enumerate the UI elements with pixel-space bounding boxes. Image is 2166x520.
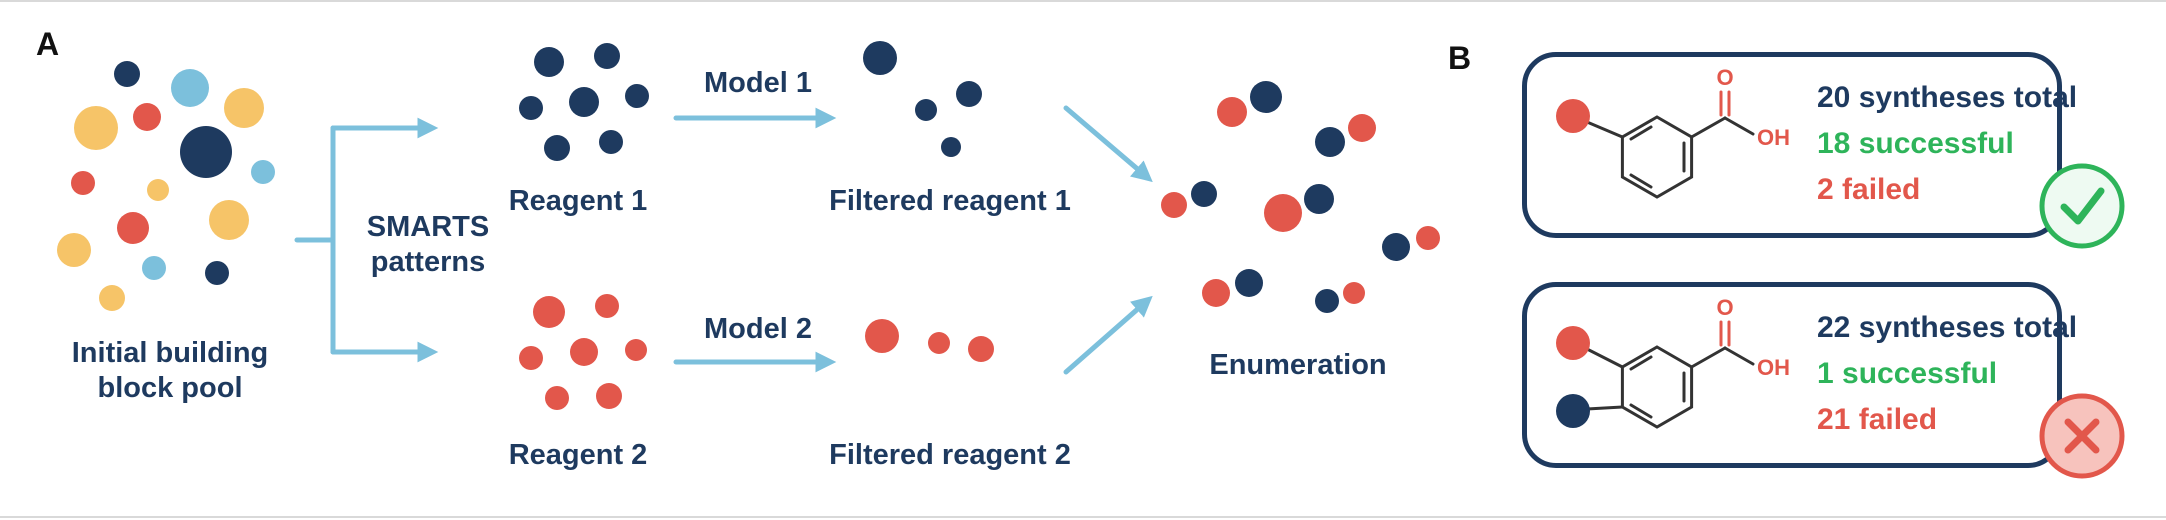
synthesis-stats-2: 22 syntheses total 1 successful 21 faile…: [1817, 305, 2077, 443]
building-block-dot: [57, 233, 91, 267]
building-block-dot: [1315, 127, 1345, 157]
building-block-dot: [1315, 289, 1339, 313]
building-block-dot: [251, 160, 275, 184]
molecule-structure-1: O OH: [1556, 65, 1790, 199]
building-block-dot: [142, 256, 166, 280]
building-block-dot: [1250, 81, 1282, 113]
building-block-dot: [928, 332, 950, 354]
hydroxyl-label: OH: [1757, 125, 1790, 150]
building-block-dot: [595, 294, 619, 318]
workflow-diagram: [57, 41, 1440, 410]
building-block-dot: [545, 386, 569, 410]
model1-label: Model 1: [704, 67, 812, 99]
enumeration-converge-arrows: [1063, 105, 1153, 375]
building-block-dot: [1343, 282, 1365, 304]
building-block-dot: [1191, 181, 1217, 207]
syntheses-total-1: 20 syntheses total: [1817, 81, 2078, 114]
substituent-dot-red: [1556, 326, 1624, 369]
syntheses-failed-1: 2 failed: [1817, 173, 1921, 206]
building-block-dot: [941, 137, 961, 157]
building-block-dot: [519, 346, 543, 370]
substituent-dot-red: [1556, 99, 1624, 139]
building-block-dot: [147, 179, 169, 201]
model2-label: Model 2: [704, 313, 812, 345]
smarts-branch-arrows: [294, 117, 439, 363]
building-block-dot: [114, 61, 140, 87]
syntheses-successful-2: 1 successful: [1817, 357, 1998, 390]
building-block-dot: [533, 296, 565, 328]
reagent1-label: Reagent 1: [508, 185, 648, 217]
benzene-ring: [1620, 115, 1694, 199]
reagent2-label: Reagent 2: [508, 439, 648, 471]
building-block-dot: [625, 339, 647, 361]
reagent2-cluster: [519, 294, 647, 410]
building-block-dot: [570, 338, 598, 366]
building-block-dot: [569, 87, 599, 117]
top-rule: [0, 0, 2166, 2]
building-block-dot: [865, 319, 899, 353]
benzene-ring: [1620, 345, 1694, 429]
building-block-dot: [1348, 114, 1376, 142]
initial-pool-cluster: [57, 61, 275, 311]
building-block-dot: [171, 69, 209, 107]
syntheses-successful-1: 18 successful: [1817, 127, 2014, 160]
synthesis-stats-1: 20 syntheses total 18 successful 2 faile…: [1817, 75, 2077, 213]
building-block-dot: [1304, 184, 1334, 214]
carboxylic-acid-group: O OH: [1690, 295, 1790, 380]
building-block-dot: [71, 171, 95, 195]
carbonyl-oxygen-label: O: [1716, 295, 1733, 320]
building-block-dot: [534, 47, 564, 77]
carbonyl-oxygen-label: O: [1716, 65, 1733, 90]
filtered-reagent2-cluster: [865, 319, 994, 362]
building-block-dot: [594, 43, 620, 69]
building-block-dot: [625, 84, 649, 108]
building-block-dot: [599, 130, 623, 154]
building-block-dot: [1161, 192, 1187, 218]
filtered-reagent1-cluster: [863, 41, 982, 157]
building-block-dot: [205, 261, 229, 285]
building-block-dot: [74, 106, 118, 150]
building-block-dot: [133, 103, 161, 131]
building-block-dot: [209, 200, 249, 240]
panel-a-letter: A: [36, 26, 60, 62]
building-block-dot: [544, 135, 570, 161]
building-block-dot: [1382, 233, 1410, 261]
checkmark-icon: [2039, 163, 2125, 249]
building-block-dot: [915, 99, 937, 121]
synthesis-result-card-1: O OH 20 syntheses total 18 successful 2 …: [1522, 52, 2077, 238]
initial-pool-label: Initial building block pool: [71, 337, 269, 405]
building-block-dot: [1264, 194, 1302, 232]
synthesis-result-card-2: O OH 22 syntheses total 1 successful 21 …: [1522, 282, 2077, 468]
enumeration-label: Enumeration: [1209, 349, 1387, 381]
filtered-reagent1-label: Filtered reagent 1: [829, 185, 1071, 217]
carboxylic-acid-group: O OH: [1690, 65, 1790, 150]
syntheses-failed-2: 21 failed: [1817, 403, 1938, 436]
building-block-dot: [1416, 226, 1440, 250]
building-block-dot: [224, 88, 264, 128]
panel-b-letter: B: [1448, 40, 1472, 76]
building-block-dot: [863, 41, 897, 75]
filtered-reagent2-label: Filtered reagent 2: [829, 439, 1071, 471]
building-block-dot: [180, 126, 232, 178]
building-block-dot: [1217, 97, 1247, 127]
building-block-dot: [1235, 269, 1263, 297]
hydroxyl-label: OH: [1757, 355, 1790, 380]
bottom-rule: [0, 516, 2166, 518]
building-block-dot: [968, 336, 994, 362]
smarts-patterns-label: SMARTS patterns: [366, 211, 490, 279]
reagent1-cluster: [519, 43, 649, 161]
building-block-dot: [117, 212, 149, 244]
building-block-dot: [956, 81, 982, 107]
substituent-dot-navy: [1556, 394, 1624, 428]
building-block-dot: [99, 285, 125, 311]
molecule-structure-2: O OH: [1556, 295, 1790, 429]
syntheses-total-2: 22 syntheses total: [1817, 311, 2078, 344]
enumeration-cluster: [1161, 81, 1440, 313]
x-icon: [2039, 393, 2125, 479]
building-block-dot: [1202, 279, 1230, 307]
building-block-dot: [519, 96, 543, 120]
building-block-dot: [596, 383, 622, 409]
